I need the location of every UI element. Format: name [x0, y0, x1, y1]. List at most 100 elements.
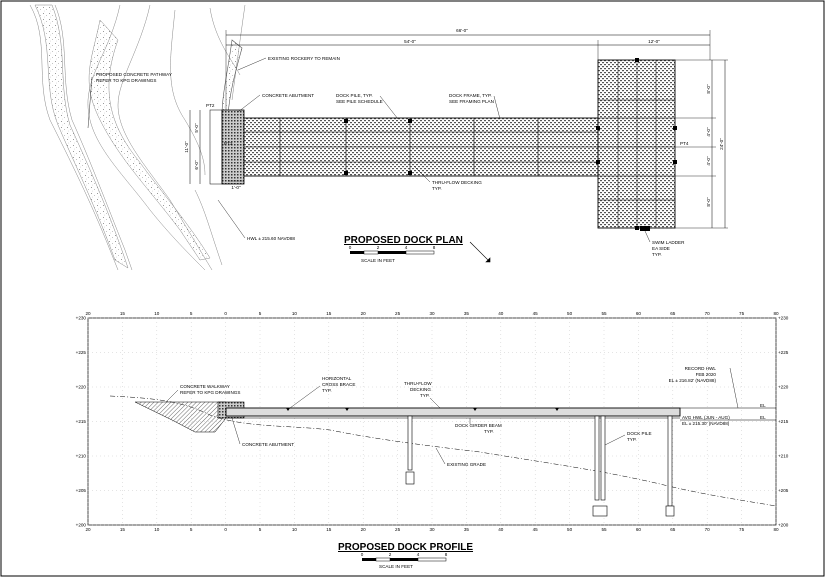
callout-decking-1: THRU-FLOW DECKING — [432, 180, 482, 185]
pt3-label: PT3 — [224, 141, 233, 146]
y-tick-label: +230 — [778, 316, 789, 321]
callout-girder-1: DOCK GIRDER BEAM — [455, 423, 502, 428]
x-tick-label: 5 — [190, 527, 193, 532]
callout-frame-1: DOCK FRAME, TYP. — [449, 93, 492, 98]
concrete-pathway — [34, 4, 129, 269]
cross-braces — [286, 408, 559, 411]
callout-grade: EXISTING GRADE — [447, 462, 486, 467]
x-tick-label: 40 — [498, 527, 504, 532]
x-tick-label: 70 — [705, 527, 711, 532]
x-tick-label: 55 — [601, 527, 607, 532]
x-tick-label: 60 — [636, 311, 642, 316]
dock-piles-profile — [405, 415, 675, 517]
dock-plan: 66'-0" 54'-0" 12'-0" 5'-0" 11'-0" 6'-0" … — [29, 4, 728, 271]
callout-brace-2: CROSS BRACE — [322, 382, 355, 387]
dim-offset: 1'-0" — [231, 185, 241, 190]
callout-rockery: EXISTING ROCKERY TO REMAIN — [268, 56, 340, 61]
profile-y-ticks: +230+230+225+225+220+220+215+215+210+210… — [76, 316, 789, 528]
pt2-label: PT2 — [206, 103, 215, 108]
concrete-pathway-2 — [88, 19, 211, 261]
dim-right-m1: 4'-0" — [706, 127, 711, 137]
x-tick-label: 10 — [292, 311, 298, 316]
x-tick-label: 15 — [326, 311, 332, 316]
dock-head — [597, 59, 676, 229]
shoreline-contours — [29, 4, 246, 271]
x-tick-label: 45 — [533, 527, 539, 532]
dim-head: 12'-0" — [648, 39, 660, 44]
profile-grid — [87, 317, 777, 526]
x-tick-label: 0 — [224, 527, 227, 532]
dim-walkway: 54'-0" — [404, 39, 416, 44]
callout-pile-1: DOCK PILE, TYP. — [336, 93, 373, 98]
callout-decking-2: TYP. — [432, 186, 442, 191]
y-tick-label: +215 — [778, 419, 789, 424]
profile-scale-4: 4 — [417, 552, 420, 557]
x-tick-label: 50 — [567, 311, 573, 316]
y-tick-label: +210 — [76, 454, 87, 459]
callout-pdeck-2: DECKING — [410, 387, 431, 392]
concrete-abutment-plan — [221, 109, 245, 185]
x-tick-label: 10 — [292, 527, 298, 532]
x-tick-label: 30 — [429, 311, 435, 316]
callout-rhwl-2: FEB 2020 — [696, 372, 717, 377]
x-tick-label: 25 — [395, 311, 401, 316]
x-tick-label: 5 — [259, 527, 262, 532]
dim-abut-3: 6'-0" — [194, 160, 199, 170]
y-tick-label: +220 — [76, 385, 87, 390]
profile-scale-bar: 0 2 4 8 SCALE IN FEET — [361, 552, 448, 569]
callout-pdeck-3: TYP. — [420, 393, 430, 398]
north-arrow — [469, 241, 491, 263]
callout-girder-2: TYP. — [484, 429, 494, 434]
x-tick-label: 55 — [601, 311, 607, 316]
x-tick-label: 20 — [361, 311, 367, 316]
x-tick-label: 60 — [636, 527, 642, 532]
plan-scale-0: 0 — [349, 245, 352, 250]
x-tick-label: 10 — [154, 311, 160, 316]
dim-abut-1: 5'-0" — [194, 123, 199, 133]
callout-rhwl-3: EL ± 216.82' (NAVD88) — [669, 378, 717, 383]
y-tick-label: +225 — [778, 350, 789, 355]
y-tick-label: +205 — [76, 488, 87, 493]
x-tick-label: 15 — [326, 527, 332, 532]
x-tick-label: 30 — [429, 527, 435, 532]
callout-frame-2: SEE FRAMING PLAN — [449, 99, 494, 104]
y-tick-label: +220 — [778, 385, 789, 390]
plan-scale-label: SCALE IN FEET — [361, 258, 395, 263]
x-tick-label: 20 — [85, 311, 91, 316]
x-tick-label: 80 — [773, 311, 779, 316]
profile-scale-8: 8 — [445, 552, 448, 557]
y-tick-label: +210 — [778, 454, 789, 459]
callout-brace-1: HORIZONTAL — [322, 376, 352, 381]
concrete-walkway-fill — [134, 401, 227, 433]
x-tick-label: 20 — [361, 527, 367, 532]
plan-scale-2: 2 — [377, 245, 380, 250]
x-tick-label: 35 — [464, 311, 470, 316]
callout-hwl: HWL ± 215.60 NAVD88 — [247, 236, 295, 241]
profile-scale-0: 0 — [361, 552, 364, 557]
callout-swim-3: TYP. — [652, 252, 662, 257]
callout-pathway-1: PROPOSED CONCRETE PATHWAY — [96, 72, 172, 77]
callout-pathway-2: REFER TO KPG DRAWINGS — [96, 78, 156, 83]
dim-overall: 66'-0" — [456, 28, 468, 33]
callout-pile-2: SEE PILE SCHEDULE — [336, 99, 383, 104]
walkway-piles — [344, 119, 412, 175]
x-tick-label: 75 — [739, 527, 745, 532]
y-tick-label: +200 — [778, 523, 789, 528]
level-a: EL — [760, 403, 766, 408]
callout-abut-profile: CONCRETE ABUTMENT — [242, 442, 294, 447]
x-tick-label: 80 — [773, 527, 779, 532]
callout-ahwl-1: AVG HWL (JUN - AUG) — [682, 415, 730, 420]
y-tick-label: +205 — [778, 488, 789, 493]
profile-title: PROPOSED DOCK PROFILE — [338, 542, 473, 553]
x-tick-label: 5 — [190, 311, 193, 316]
x-tick-label: 25 — [395, 527, 401, 532]
callout-pile-p2: TYP. — [627, 437, 637, 442]
x-tick-label: 65 — [670, 311, 676, 316]
level-b: EL — [760, 415, 766, 420]
y-tick-label: +230 — [76, 316, 87, 321]
callout-walkway-1: CONCRETE WALKWAY — [180, 384, 230, 389]
callout-walkway-2: REFER TO KPG DRAWINGS — [180, 390, 240, 395]
